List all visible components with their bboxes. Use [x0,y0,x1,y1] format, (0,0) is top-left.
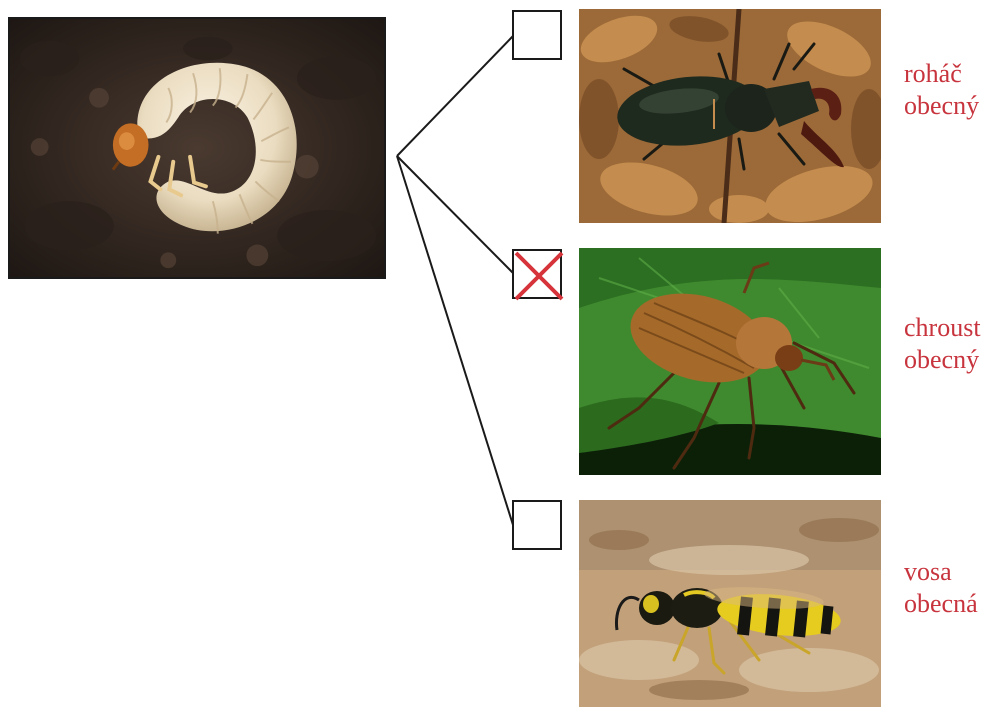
cross-mark-icon [510,247,568,305]
wasp-photo [579,500,881,707]
option-checkbox-3[interactable] [512,500,562,550]
connector-line-3 [397,156,513,525]
stag-beetle-photo [579,9,881,223]
option-label-2: chroust obecný [904,312,981,376]
option-label-1: roháč obecný [904,58,979,122]
option-checkbox-2[interactable] [512,249,562,299]
option-label-2-line2: obecný [904,344,981,376]
larva-photo [8,17,386,279]
option-label-1-line2: obecný [904,90,979,122]
option-label-3: vosa obecná [904,556,978,620]
option-label-2-line1: chroust [904,312,981,344]
option-label-3-line2: obecná [904,588,978,620]
option-label-1-line1: roháč [904,58,979,90]
option-checkbox-1[interactable] [512,10,562,60]
connector-line-2 [397,156,513,273]
option-label-3-line1: vosa [904,556,978,588]
connector-line-1 [397,36,513,156]
cockchafer-photo [579,248,881,475]
